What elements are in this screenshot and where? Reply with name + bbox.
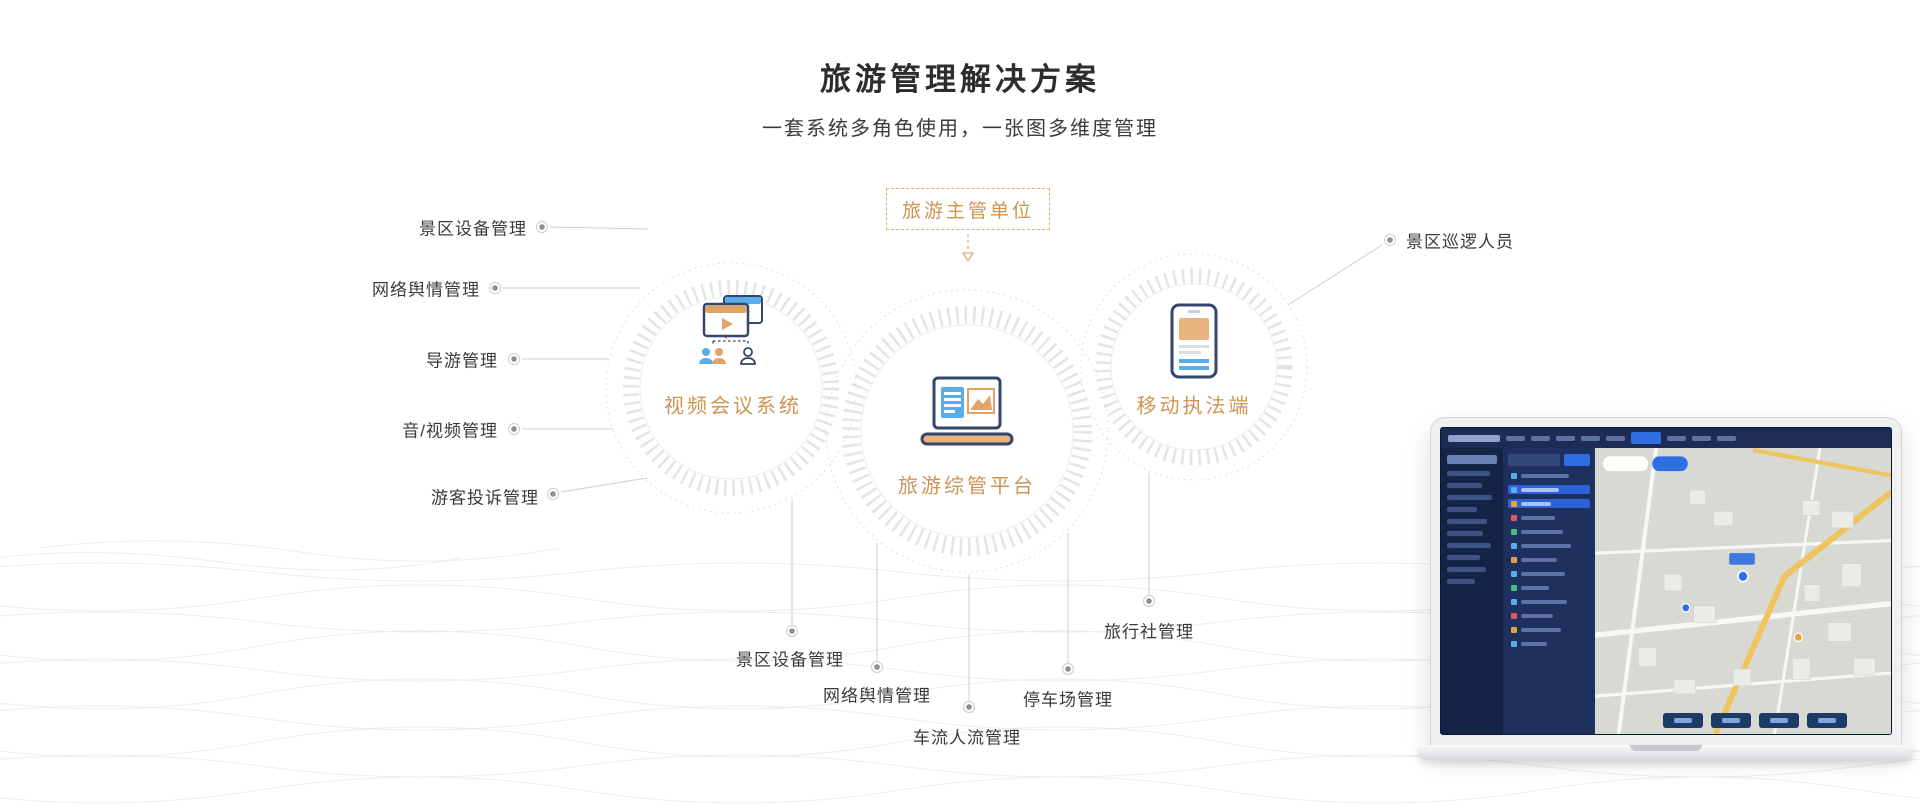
dashboard-active-tab (1631, 432, 1661, 444)
flow-arrow-icon (962, 234, 974, 262)
connector-lines (503, 226, 1383, 701)
mobile-phone-icon (1170, 303, 1218, 379)
label-left-5: 游客投诉管理 (431, 488, 539, 508)
map-toolbar-chip (1806, 713, 1847, 728)
map-toolbar-chip (1662, 713, 1703, 728)
map-canvas (1595, 448, 1891, 734)
label-left-3: 导游管理 (426, 351, 498, 371)
video-conference-icon (699, 295, 763, 365)
node-label-video-conference: 视频会议系统 (664, 395, 802, 418)
node-label-platform: 旅游综管平台 (898, 475, 1036, 498)
page-subtitle: 一套系统多角色使用，一张图多维度管理 (762, 118, 1158, 140)
platform-laptop-icon (920, 376, 1014, 446)
laptop-base (1418, 745, 1914, 760)
dashboard-sidebar (1441, 448, 1503, 734)
laptop-screen (1431, 418, 1901, 746)
dashboard-view-button (1564, 454, 1590, 466)
authority-box-label: 旅游主管单位 (901, 200, 1034, 222)
page-title: 旅游管理解决方案 (820, 62, 1100, 97)
map-toolbar (1662, 713, 1847, 728)
label-left-1: 景区设备管理 (419, 219, 527, 239)
authority-box: 旅游主管单位 (886, 188, 1050, 230)
label-right-patrol: 景区巡逻人员 (1406, 232, 1514, 252)
dashboard-selected-row (1508, 485, 1590, 494)
dashboard-logo (1448, 434, 1500, 442)
dashboard-screenshot (1440, 427, 1892, 735)
dashboard-selected-row (1508, 499, 1590, 508)
label-left-4: 音/视频管理 (402, 421, 498, 441)
label-bottom-4: 停车场管理 (1023, 690, 1113, 710)
label-bottom-2: 网络舆情管理 (823, 686, 931, 706)
dashboard-map (1595, 448, 1891, 734)
label-bottom-5: 旅行社管理 (1104, 622, 1194, 642)
dashboard-list-panel (1503, 448, 1595, 734)
laptop-base-notch (1630, 745, 1702, 751)
laptop-mockup (1418, 418, 1914, 760)
map-toolbar-chip (1710, 713, 1751, 728)
connector-dots (489, 221, 1396, 713)
dashboard-topbar (1441, 428, 1891, 448)
node-label-mobile-enforcement: 移动执法端 (1136, 395, 1252, 418)
label-bottom-1: 景区设备管理 (736, 650, 844, 670)
map-toolbar-chip (1758, 713, 1799, 728)
label-left-2: 网络舆情管理 (372, 280, 480, 300)
dashboard-dropdown (1508, 454, 1560, 466)
label-bottom-3: 车流人流管理 (913, 728, 1021, 748)
